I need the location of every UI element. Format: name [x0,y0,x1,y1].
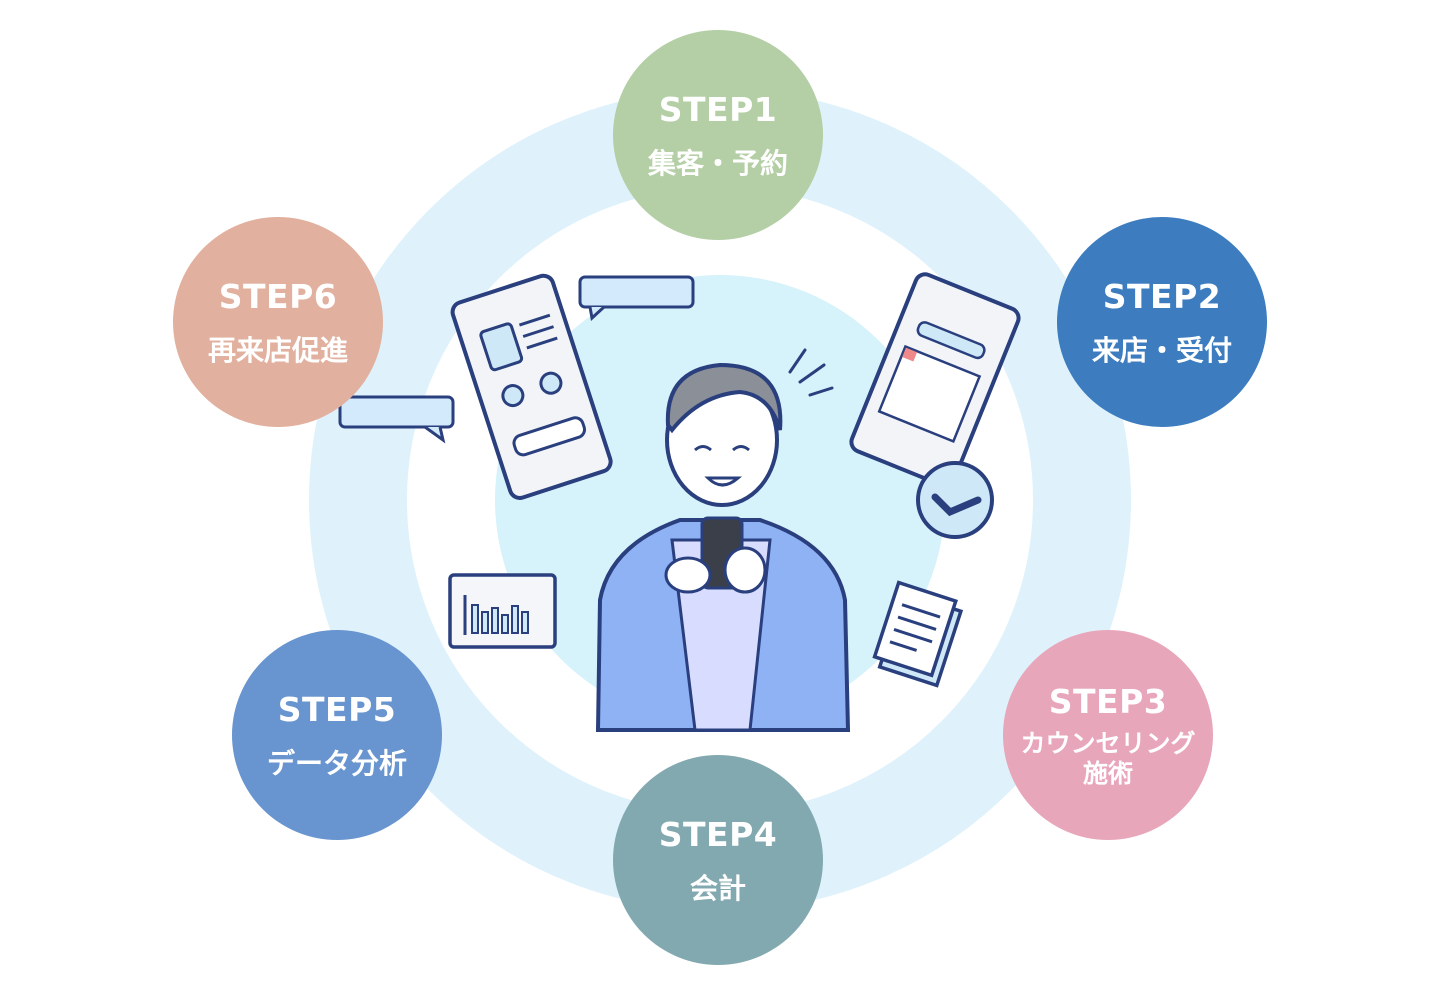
step-number: STEP2 [1102,276,1222,316]
checkmark-icon [916,461,994,539]
step-label: 集客・予約 [647,146,788,180]
line-marks-icon [788,348,834,397]
calendar-phone-icon [849,272,1021,488]
step-label: 来店・受付 [1091,333,1232,367]
step-1-circle: STEP1 集客・予約 [613,30,823,240]
step-number: STEP4 [658,814,778,854]
profile-phone-icon [450,273,613,500]
chart-tablet-icon [448,573,557,649]
step-number: STEP1 [658,89,778,129]
step-label: 会計 [689,871,746,905]
step-label: 再来店促進 [207,333,348,367]
step-2-circle: STEP2 来店・受付 [1057,217,1267,427]
speech-bubble-icon [338,275,695,444]
step-number: STEP6 [218,276,338,316]
step-label: データ分析 [266,746,407,780]
document-icon [872,580,964,688]
step-6-circle: STEP6 再来店促進 [173,217,383,427]
step-4-circle: STEP4 会計 [613,755,823,965]
person-with-phone-illustration [595,362,851,732]
step-number: STEP5 [277,689,397,729]
step-number: STEP3 [1048,681,1168,721]
step-3-circle: STEP3 カウンセリング 施術 [1003,630,1213,840]
step-label: カウンセリング 施術 [1020,728,1196,788]
step-5-circle: STEP5 データ分析 [232,630,442,840]
